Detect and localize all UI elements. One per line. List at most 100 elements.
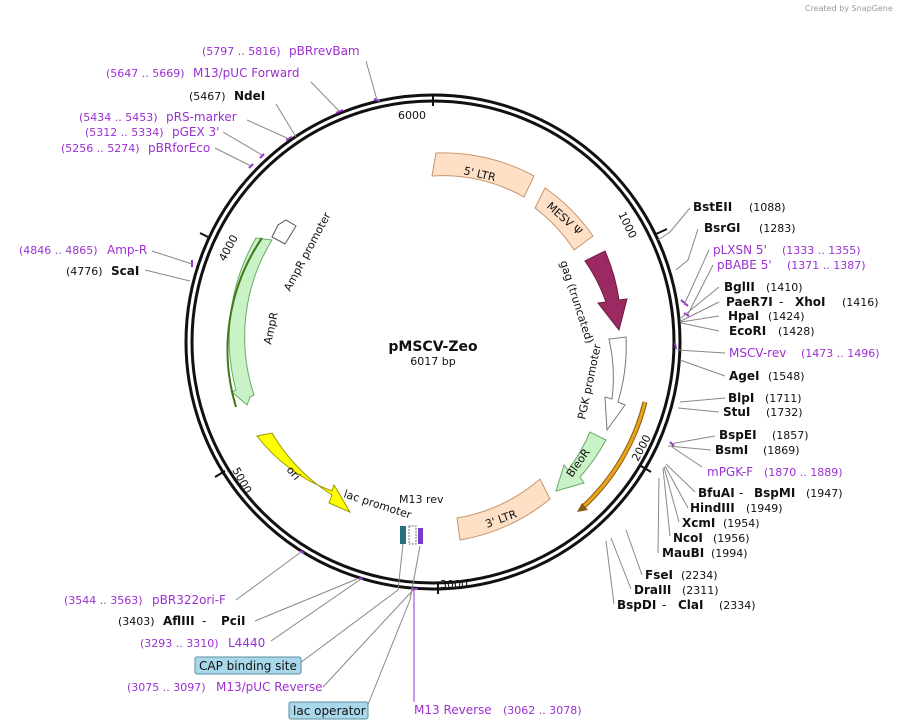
primer-pbabe-5[interactable]: pBABE 5'(1371 .. 1387) — [717, 258, 866, 272]
tick-4000 — [214, 470, 226, 478]
site-stui[interactable]: StuI (1732) — [723, 405, 803, 419]
feature-3-ltr[interactable] — [456, 478, 551, 541]
site-bglii[interactable]: BglII (1410) — [724, 280, 803, 294]
primer-m13-puc-reverse[interactable]: (3075 .. 3097)M13/pUC Reverse — [127, 680, 323, 694]
svg-text:AflIII: AflIII — [163, 614, 195, 628]
svg-text:(1416): (1416) — [842, 296, 879, 309]
svg-text:(3075 .. 3097): (3075 .. 3097) — [127, 681, 206, 694]
site-bfuai-bspmi[interactable]: BfuAI - BspMI(1947) — [698, 486, 843, 500]
plasmid-size: 6017 bp — [410, 355, 455, 368]
feature-bleor[interactable] — [555, 431, 607, 492]
site-bsrgi[interactable]: BsrGI(1283) — [704, 221, 796, 235]
primer-pbr322ori-f[interactable]: (3544 .. 3563)pBR322ori-F — [64, 593, 226, 607]
orf-arc-arrow — [577, 503, 588, 512]
left-labels: (5797 .. 5816)pBRrevBam (5647 .. 5669)M1… — [19, 44, 369, 720]
svg-text:MSCV-rev: MSCV-rev — [729, 346, 786, 360]
site-xcmi[interactable]: XcmI(1954) — [682, 516, 760, 530]
svg-text:FseI: FseI — [645, 568, 673, 582]
svg-text:pLXSN 5': pLXSN 5' — [713, 243, 767, 257]
primer-m13-puc-forward[interactable]: (5647 .. 5669)M13/pUC Forward — [106, 66, 300, 80]
primer-prs-marker[interactable]: (5434 .. 5453)pRS-marker — [79, 110, 237, 124]
svg-text:mPGK-F: mPGK-F — [707, 465, 753, 479]
site-blpi[interactable]: BlpI(1711) — [728, 391, 802, 405]
site-ecori[interactable]: EcoRI(1428) — [729, 324, 815, 338]
primer-l4440[interactable]: (3293 .. 3310)L4440 — [140, 636, 265, 650]
svg-text:BspEI: BspEI — [719, 428, 757, 442]
feature-label-gag: gag (truncated) — [557, 259, 596, 345]
svg-text:lac operator: lac operator — [293, 704, 366, 718]
tick-label-5000: 4000 — [216, 233, 241, 264]
site-paer7i-xhoi[interactable]: PaeR7I - XhoI(1416) — [726, 295, 879, 309]
svg-text:(1869): (1869) — [763, 444, 800, 457]
svg-text:(5256 .. 5274): (5256 .. 5274) — [61, 142, 140, 155]
orf-arc — [581, 401, 647, 509]
site-bsmi[interactable]: BsmI(1869) — [715, 443, 800, 457]
lac-promoter-box[interactable] — [408, 525, 417, 545]
primer-amp-r[interactable]: (4846 .. 4865)Amp-R — [19, 243, 147, 257]
snapgene-credit: Created by SnapGene — [805, 4, 893, 13]
feature-lac-operator-label[interactable]: lac operator — [288, 701, 369, 720]
site-scai[interactable]: (4776)ScaI — [66, 264, 139, 278]
svg-text:(5467): (5467) — [189, 90, 226, 103]
svg-text:(1732): (1732) — [766, 406, 803, 419]
site-bsteii[interactable]: BstEII(1088) — [693, 200, 786, 214]
primer-plxsn-5[interactable]: pLXSN 5'(1333 .. 1355) — [713, 243, 861, 257]
feature-pgk-promoter[interactable] — [604, 336, 627, 432]
site-fsei[interactable]: FseI(2234) — [645, 568, 718, 582]
tick-2000 — [640, 465, 652, 473]
site-bspei[interactable]: BspEI(1857) — [719, 428, 809, 442]
svg-text:(1371 .. 1387): (1371 .. 1387) — [787, 259, 866, 272]
right-labels: BstEII(1088) BsrGI(1283) pLXSN 5'(1333 .… — [617, 200, 880, 612]
feature-gag-truncated[interactable] — [584, 250, 628, 332]
svg-text:AgeI: AgeI — [729, 369, 759, 383]
primer-m13-reverse[interactable]: M13 Reverse (3062 .. 3078) — [414, 703, 582, 717]
svg-text:(1711): (1711) — [765, 392, 802, 405]
svg-text:StuI: StuI — [723, 405, 750, 419]
svg-text:BstEII: BstEII — [693, 200, 732, 214]
svg-text:(3544 .. 3563): (3544 .. 3563) — [64, 594, 143, 607]
site-hpai[interactable]: HpaI(1424) — [728, 309, 805, 323]
svg-text:(1410): (1410) — [766, 281, 803, 294]
svg-text:-: - — [202, 614, 206, 628]
svg-text:BglII: BglII — [724, 280, 755, 294]
feature-ori[interactable] — [256, 432, 352, 514]
primer-pbrrevbam[interactable]: (5797 .. 5816)pBRrevBam — [202, 44, 360, 58]
svg-text:(1424): (1424) — [768, 310, 805, 323]
feature-5-ltr[interactable] — [431, 152, 535, 198]
feature-label-pgk-promoter: PGK promoter — [575, 342, 604, 420]
svg-text:L4440: L4440 — [228, 636, 265, 650]
site-afliii-pcii[interactable]: (3403)AflIII - PciI — [118, 614, 246, 628]
svg-text:HindIII: HindIII — [690, 501, 735, 515]
right-connectors — [605, 207, 726, 605]
svg-text:M13 Reverse: M13 Reverse — [414, 703, 492, 717]
svg-text:(1548): (1548) — [768, 370, 805, 383]
svg-text:(1994): (1994) — [711, 547, 748, 560]
site-draiii[interactable]: DraIII(2311) — [634, 583, 719, 597]
site-ndei[interactable]: (5467)NdeI — [189, 89, 265, 103]
feature-mesv-psi[interactable] — [534, 187, 594, 251]
primer-mscv-rev[interactable]: MSCV-rev (1473 .. 1496) — [729, 346, 880, 360]
site-agei[interactable]: AgeI (1548) — [729, 369, 805, 383]
plasmid-name: pMSCV-Zeo — [388, 339, 478, 355]
svg-text:pBRrevBam: pBRrevBam — [289, 44, 360, 58]
svg-text:(1956): (1956) — [713, 532, 750, 545]
svg-text:CAP binding site: CAP binding site — [199, 659, 297, 673]
site-ncoi[interactable]: NcoI(1956) — [673, 531, 750, 545]
svg-text:(5647 .. 5669): (5647 .. 5669) — [106, 67, 185, 80]
site-maubi[interactable]: MauBI(1994) — [662, 546, 748, 560]
feature-ampr-promoter[interactable] — [271, 219, 297, 245]
svg-text:(1473 .. 1496): (1473 .. 1496) — [801, 347, 880, 360]
primer-pbrforeco[interactable]: (5256 .. 5274)pBRforEco — [61, 141, 210, 155]
primer-mpgk-f[interactable]: mPGK-F(1870 .. 1889) — [707, 465, 843, 479]
site-bspdi-clai[interactable]: BspDI - ClaI(2334) — [617, 598, 756, 612]
svg-text:(5434 .. 5453): (5434 .. 5453) — [79, 111, 158, 124]
feature-cap-binding-site-label[interactable]: CAP binding site — [194, 656, 302, 675]
feature-label-m13-rev: M13 rev — [399, 493, 444, 506]
cap-binding-box[interactable] — [400, 526, 406, 544]
lac-operator-box[interactable] — [418, 528, 423, 544]
primer-pgex-3[interactable]: (5312 .. 5334)pGEX 3' — [85, 125, 219, 139]
svg-text:-: - — [662, 598, 666, 612]
svg-text:-: - — [779, 295, 783, 309]
site-hindiii[interactable]: HindIII(1949) — [690, 501, 783, 515]
